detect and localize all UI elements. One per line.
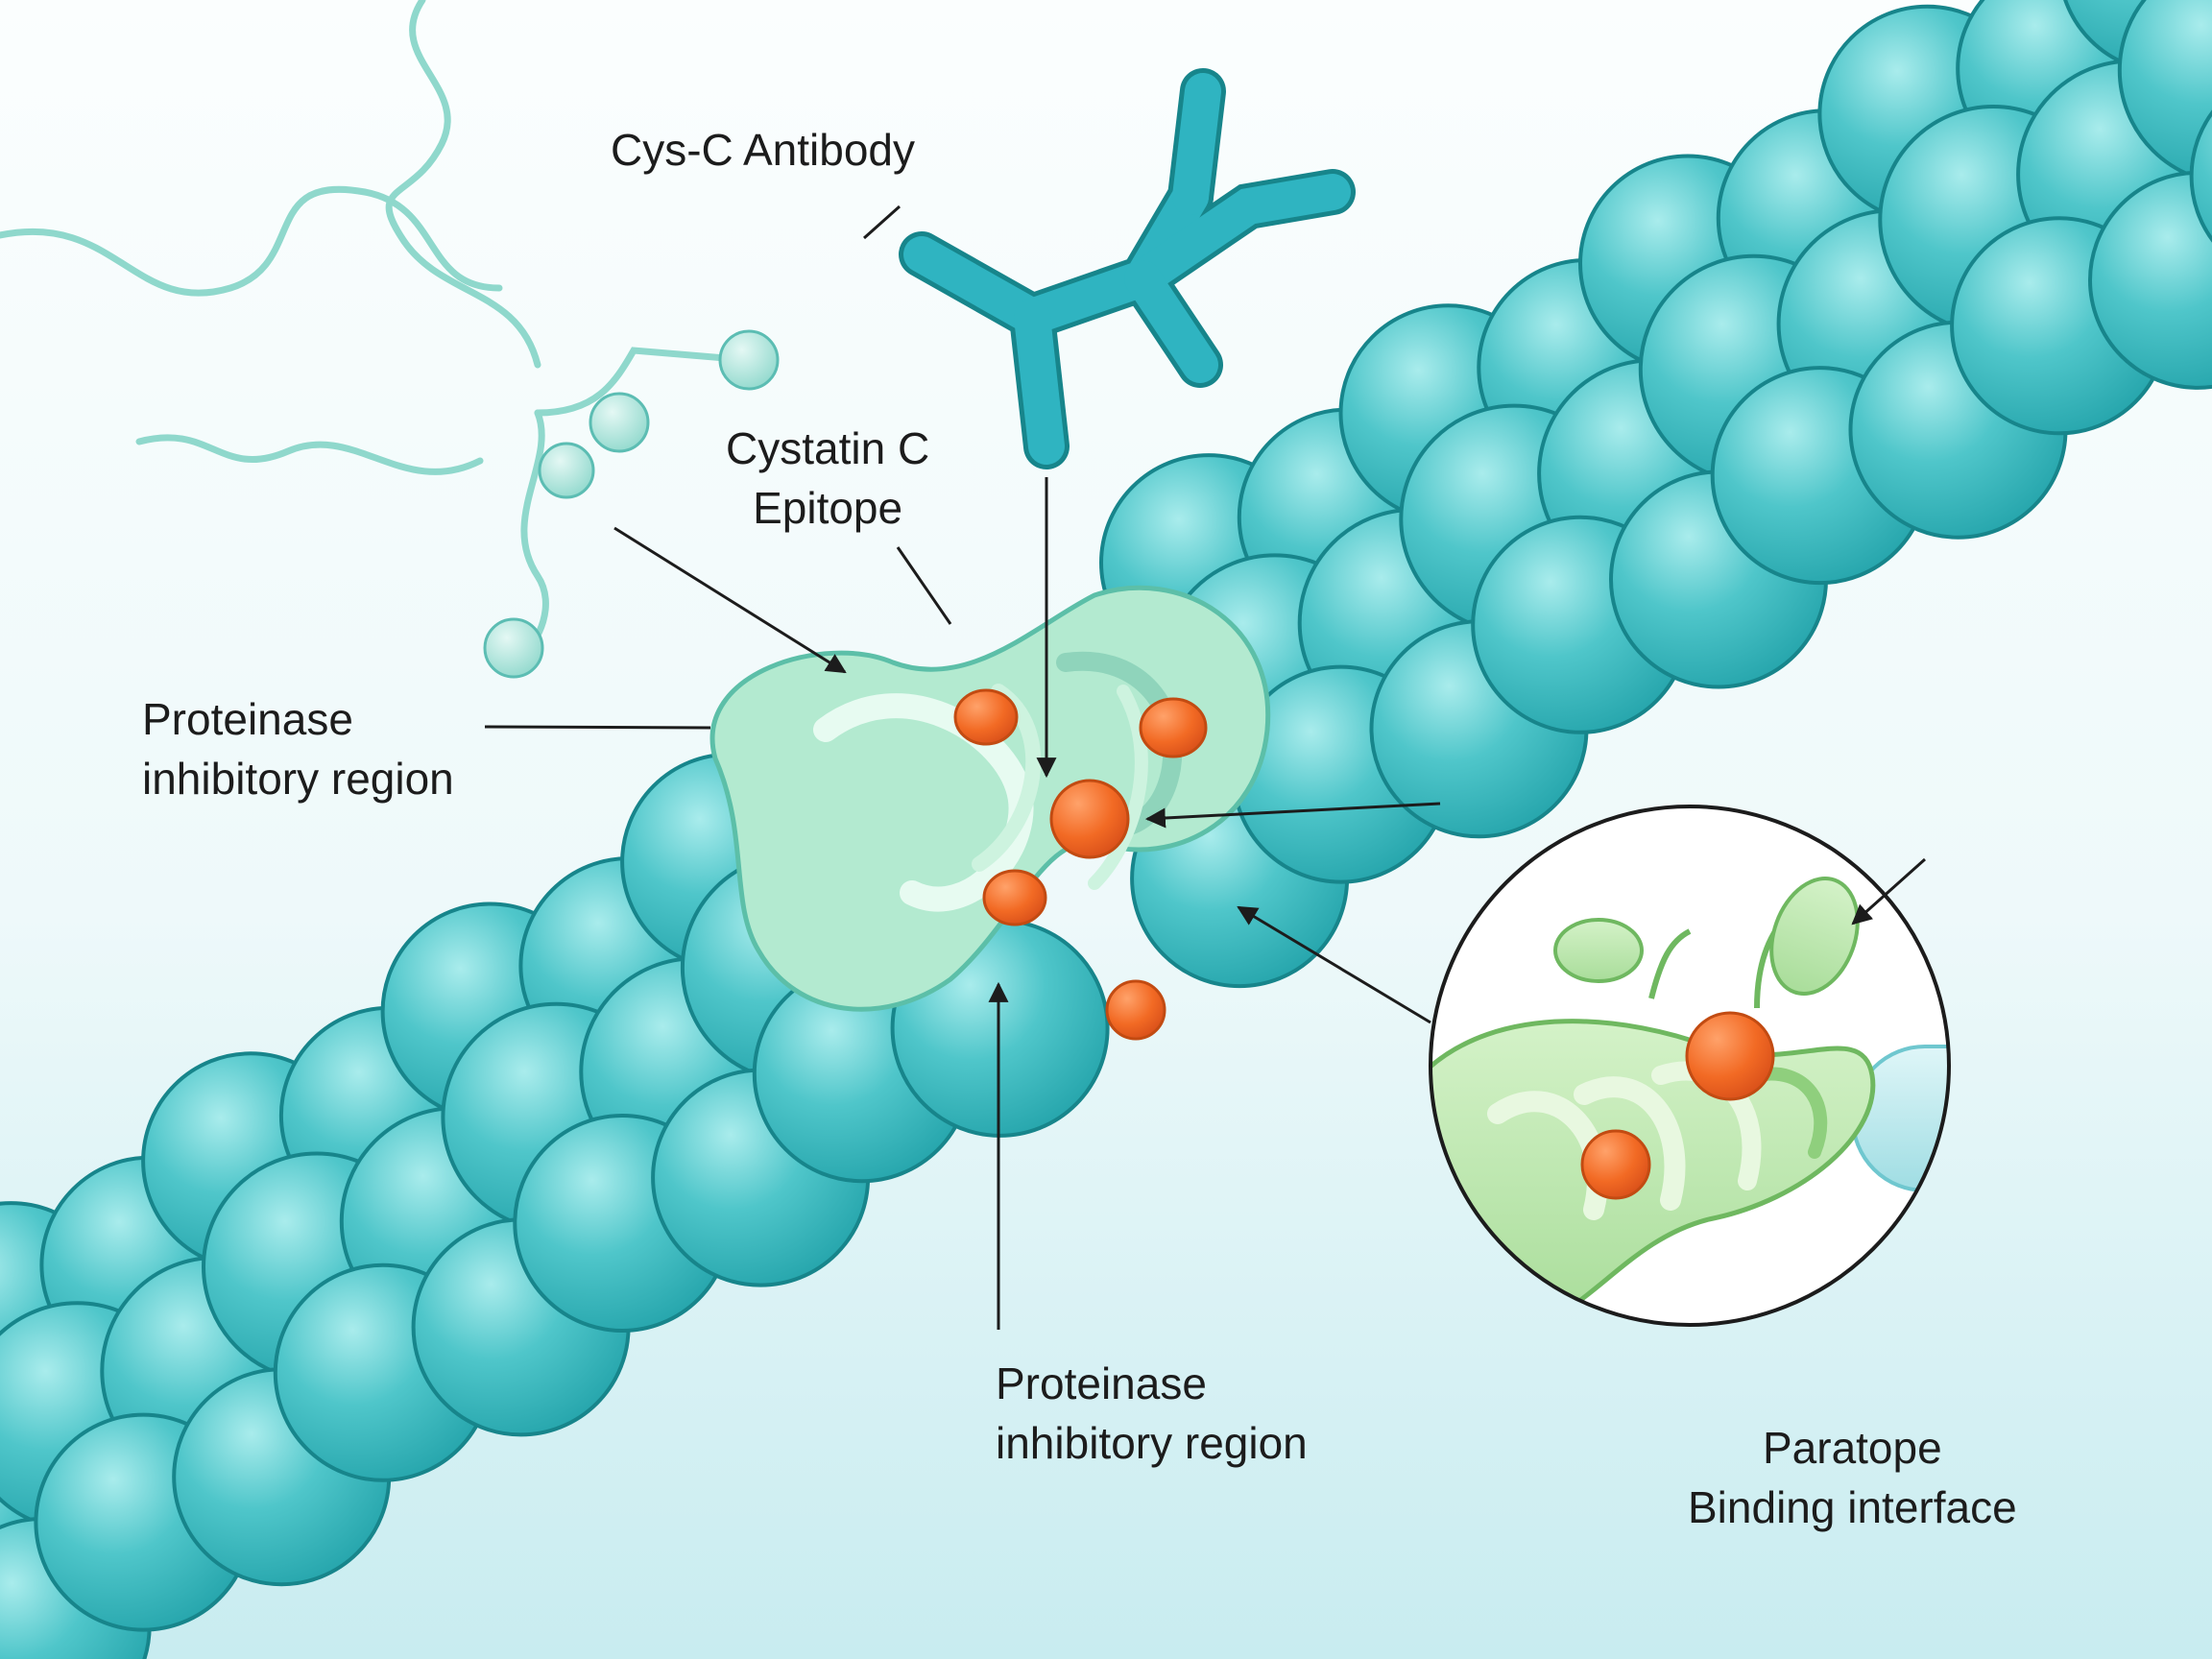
- linker-beads: [483, 329, 780, 679]
- epitope-residues: [953, 688, 1208, 1041]
- leader-lines: [484, 204, 1926, 1330]
- antibody-label: Cys-C Antibody: [611, 120, 915, 180]
- paratope-arrow: [1851, 857, 1926, 926]
- paratope-label-line2: Binding interface: [1688, 1482, 2017, 1532]
- epitope-to-inset-arrow: [1144, 802, 1441, 829]
- fiber-arrow: [613, 526, 847, 674]
- inhibitory-left-line1: Proteinase: [142, 694, 353, 744]
- epitope-label-line1: Cystatin C: [726, 423, 930, 473]
- inhibitory-region-label-left: Proteinase inhibitory region: [142, 689, 454, 808]
- backbone-sphere: [2117, 0, 2212, 184]
- inset-to-fold-arrow: [1237, 905, 1431, 1024]
- antibody-leader-line: [863, 204, 901, 240]
- epitope-label: Cystatin C Epitope: [726, 419, 929, 538]
- antibody-icon: [899, 68, 1356, 469]
- paratope-label: Paratope Binding interface: [1688, 1418, 2017, 1537]
- inhibitory-region-label-bottom: Proteinase inhibitory region: [996, 1354, 1308, 1473]
- paratope-label-line1: Paratope: [1762, 1423, 1942, 1473]
- inhibitory-left-line2: inhibitory region: [142, 754, 454, 804]
- antibody-label-text: Cys-C Antibody: [611, 125, 916, 175]
- inhibitory-left-leader-line: [484, 725, 711, 730]
- linker-fibers: [0, 0, 753, 657]
- epitope-leader-line: [896, 546, 952, 625]
- inhibitory-bottom-line2: inhibitory region: [996, 1418, 1308, 1468]
- epitope-label-line2: Epitope: [753, 483, 903, 533]
- inhibitory-bottom-line1: Proteinase: [996, 1358, 1207, 1408]
- backbone-sphere: [2189, 109, 2212, 243]
